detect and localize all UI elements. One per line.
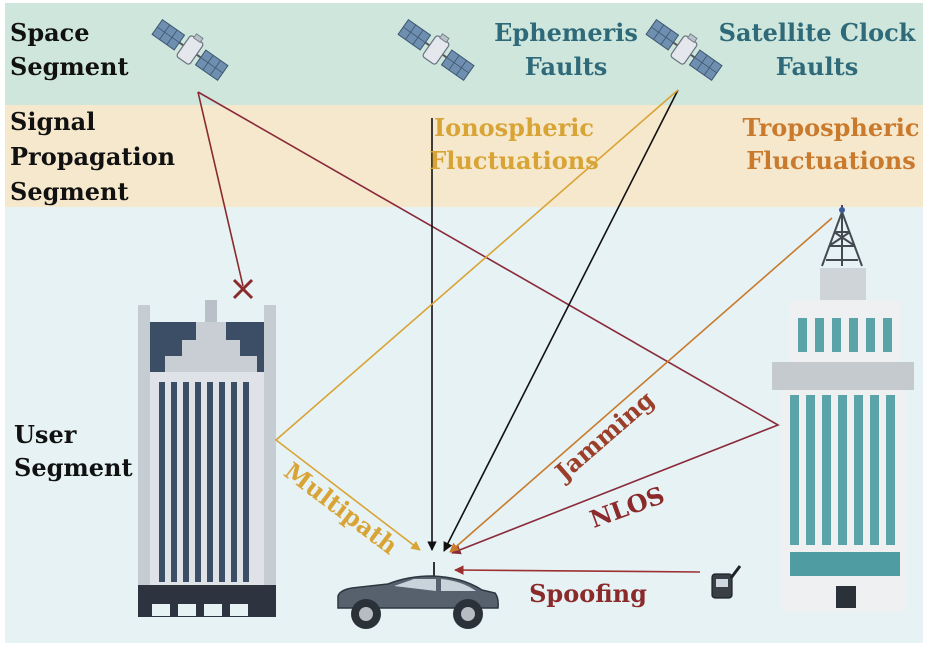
- left-building: [138, 300, 276, 617]
- jamming-ray: [449, 217, 833, 553]
- blocked-ray: [197, 91, 244, 287]
- ephemeris-faults-label: Faults: [525, 52, 607, 81]
- spoofer-device-icon: [711, 565, 742, 599]
- multipath-ray: [274, 89, 679, 551]
- space-segment-label: Space: [10, 18, 90, 47]
- car-icon: [337, 562, 499, 629]
- signal-segment-label: Segment: [10, 177, 129, 206]
- clock-direct-ray: [443, 89, 679, 552]
- tropospheric-label: Fluctuations: [746, 146, 915, 175]
- right-building: [772, 268, 914, 612]
- ionospheric-label: Ionospheric: [434, 113, 594, 142]
- ephemeris-faults-label: Ephemeris: [494, 18, 638, 47]
- spoofing-ray: [454, 565, 701, 575]
- user-segment-label: Segment: [14, 453, 133, 482]
- space-segment-label: Segment: [10, 52, 129, 81]
- space-segment-band: [5, 3, 923, 105]
- blocked-x-icon: [232, 278, 254, 300]
- spoofing-label: Spoofing: [529, 579, 647, 608]
- clock-faults-label: Satellite Clock: [719, 18, 917, 47]
- tropospheric-label: Tropospheric: [743, 113, 920, 142]
- cell-tower-icon: [821, 205, 863, 267]
- signal-propagation-band: [5, 105, 923, 207]
- nlos-ray: [197, 91, 780, 555]
- clock-faults-label: Faults: [776, 52, 858, 81]
- signal-segment-label: Signal: [10, 107, 95, 136]
- signal-segment-label: Propagation: [10, 142, 175, 171]
- user-segment-label: User: [14, 420, 77, 449]
- ionospheric-label: Fluctuations: [429, 146, 598, 175]
